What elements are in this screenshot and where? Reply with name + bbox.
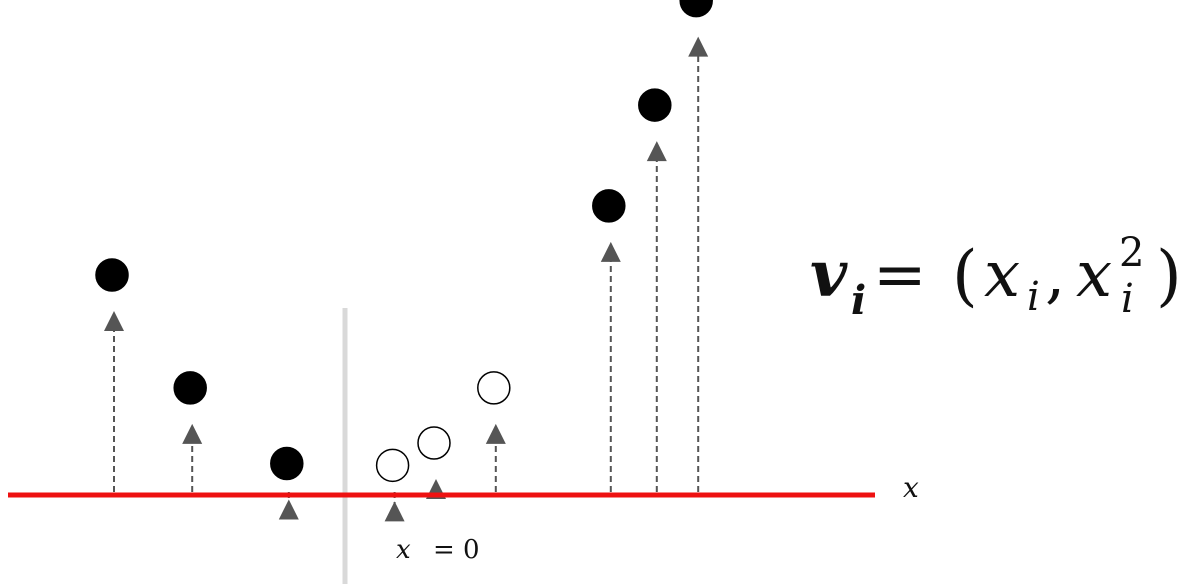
formula-lhs-subscript: i [851,277,866,324]
lift-arrow-head [688,36,709,57]
data-point-negative [638,88,672,122]
data-point-negative [679,0,713,18]
data-point-positive [375,448,410,483]
formula-open-paren: ( [952,237,978,314]
data-point-negative [95,258,129,292]
lift-arrow-head [384,501,405,522]
formula-x2: x [1076,238,1112,312]
data-point-negative [173,371,207,405]
feature-map-formula: v i = ( x i , x 2 i ) [810,230,1182,324]
data-points [95,0,713,483]
x-axis-label: x [903,471,919,504]
lift-arrow-head [485,423,506,444]
formula-x1: x [984,238,1020,312]
lift-arrow-head [646,141,667,162]
data-point-positive [477,371,511,405]
zero-label-rest: = 0 [433,535,480,565]
lift-arrow-head [182,423,203,444]
formula-comma: , [1045,238,1065,312]
data-point-positive [417,426,451,460]
lift-arrow-head [600,241,621,262]
zero-label: x = 0 [396,535,480,565]
formula-close-paren: ) [1156,237,1182,314]
formula-lhs: v [810,237,848,312]
zero-label-variable: x [396,535,411,565]
formula-x2-subscript: i [1121,276,1134,322]
lift-arrow-head [104,311,124,331]
data-point-negative [592,189,626,223]
data-point-negative [270,446,304,481]
lift-arrow-head [278,499,299,520]
formula-x1-subscript: i [1027,274,1040,320]
lift-arrows [104,36,709,522]
formula-x2-superscript: 2 [1119,230,1144,276]
formula-equals: = [873,238,927,312]
